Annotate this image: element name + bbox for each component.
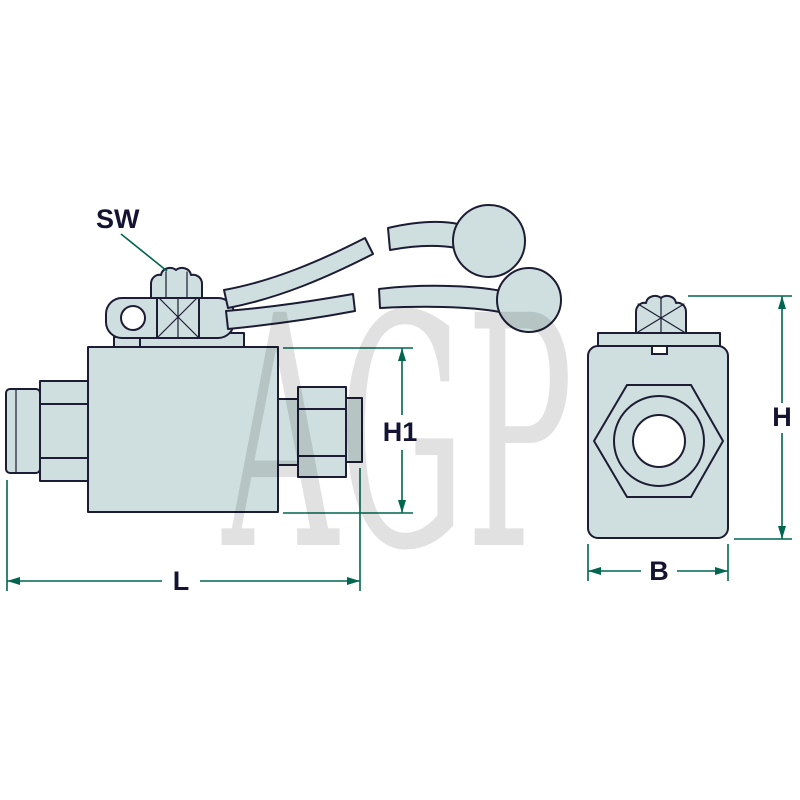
right-fitting-hex: [297, 386, 347, 478]
front-port-bore: [632, 414, 686, 468]
h1-arrow-up: [398, 348, 406, 361]
watermark-group: AGP: [221, 248, 573, 621]
dimension-b: B: [587, 544, 729, 586]
l-arrow-right: [347, 577, 360, 585]
lever-upper-far: [387, 220, 459, 251]
l-arrow-left: [7, 577, 20, 585]
dimension-l: L: [6, 468, 361, 596]
h-label: H: [772, 402, 792, 432]
h-arrow-up: [778, 296, 786, 309]
b-label: B: [649, 556, 669, 586]
lever-ball-small: [496, 267, 562, 333]
watermark: AGP: [221, 248, 573, 621]
sw-nut: [150, 266, 203, 299]
front-view: [587, 294, 729, 539]
lever-upper-near: [223, 237, 374, 309]
right-fitting-stub: [345, 397, 363, 463]
h-arrow-down: [778, 526, 786, 539]
left-fitting-stub: [5, 388, 41, 474]
l-label: L: [173, 566, 190, 596]
pivot-hole: [120, 305, 146, 331]
front-flange-notch: [651, 345, 668, 355]
b-arrow-right: [715, 567, 728, 575]
dimensions: SW H1 L: [6, 204, 792, 596]
lever-ball-large: [452, 204, 526, 278]
dimension-h1: H1: [283, 347, 418, 514]
left-fitting-hex: [39, 380, 89, 482]
sw-label: SW: [96, 204, 140, 234]
h1-arrow-down: [398, 500, 406, 513]
sw-leader-line: [120, 233, 168, 272]
dimension-h: H: [688, 295, 792, 540]
b-arrow-left: [588, 567, 601, 575]
valve-body-side: [87, 346, 279, 513]
lever-lower-near: [225, 293, 356, 330]
front-top-flange: [597, 332, 721, 347]
h1-label: H1: [383, 417, 418, 447]
side-view: [5, 204, 562, 513]
dimension-sw: SW: [96, 204, 168, 272]
